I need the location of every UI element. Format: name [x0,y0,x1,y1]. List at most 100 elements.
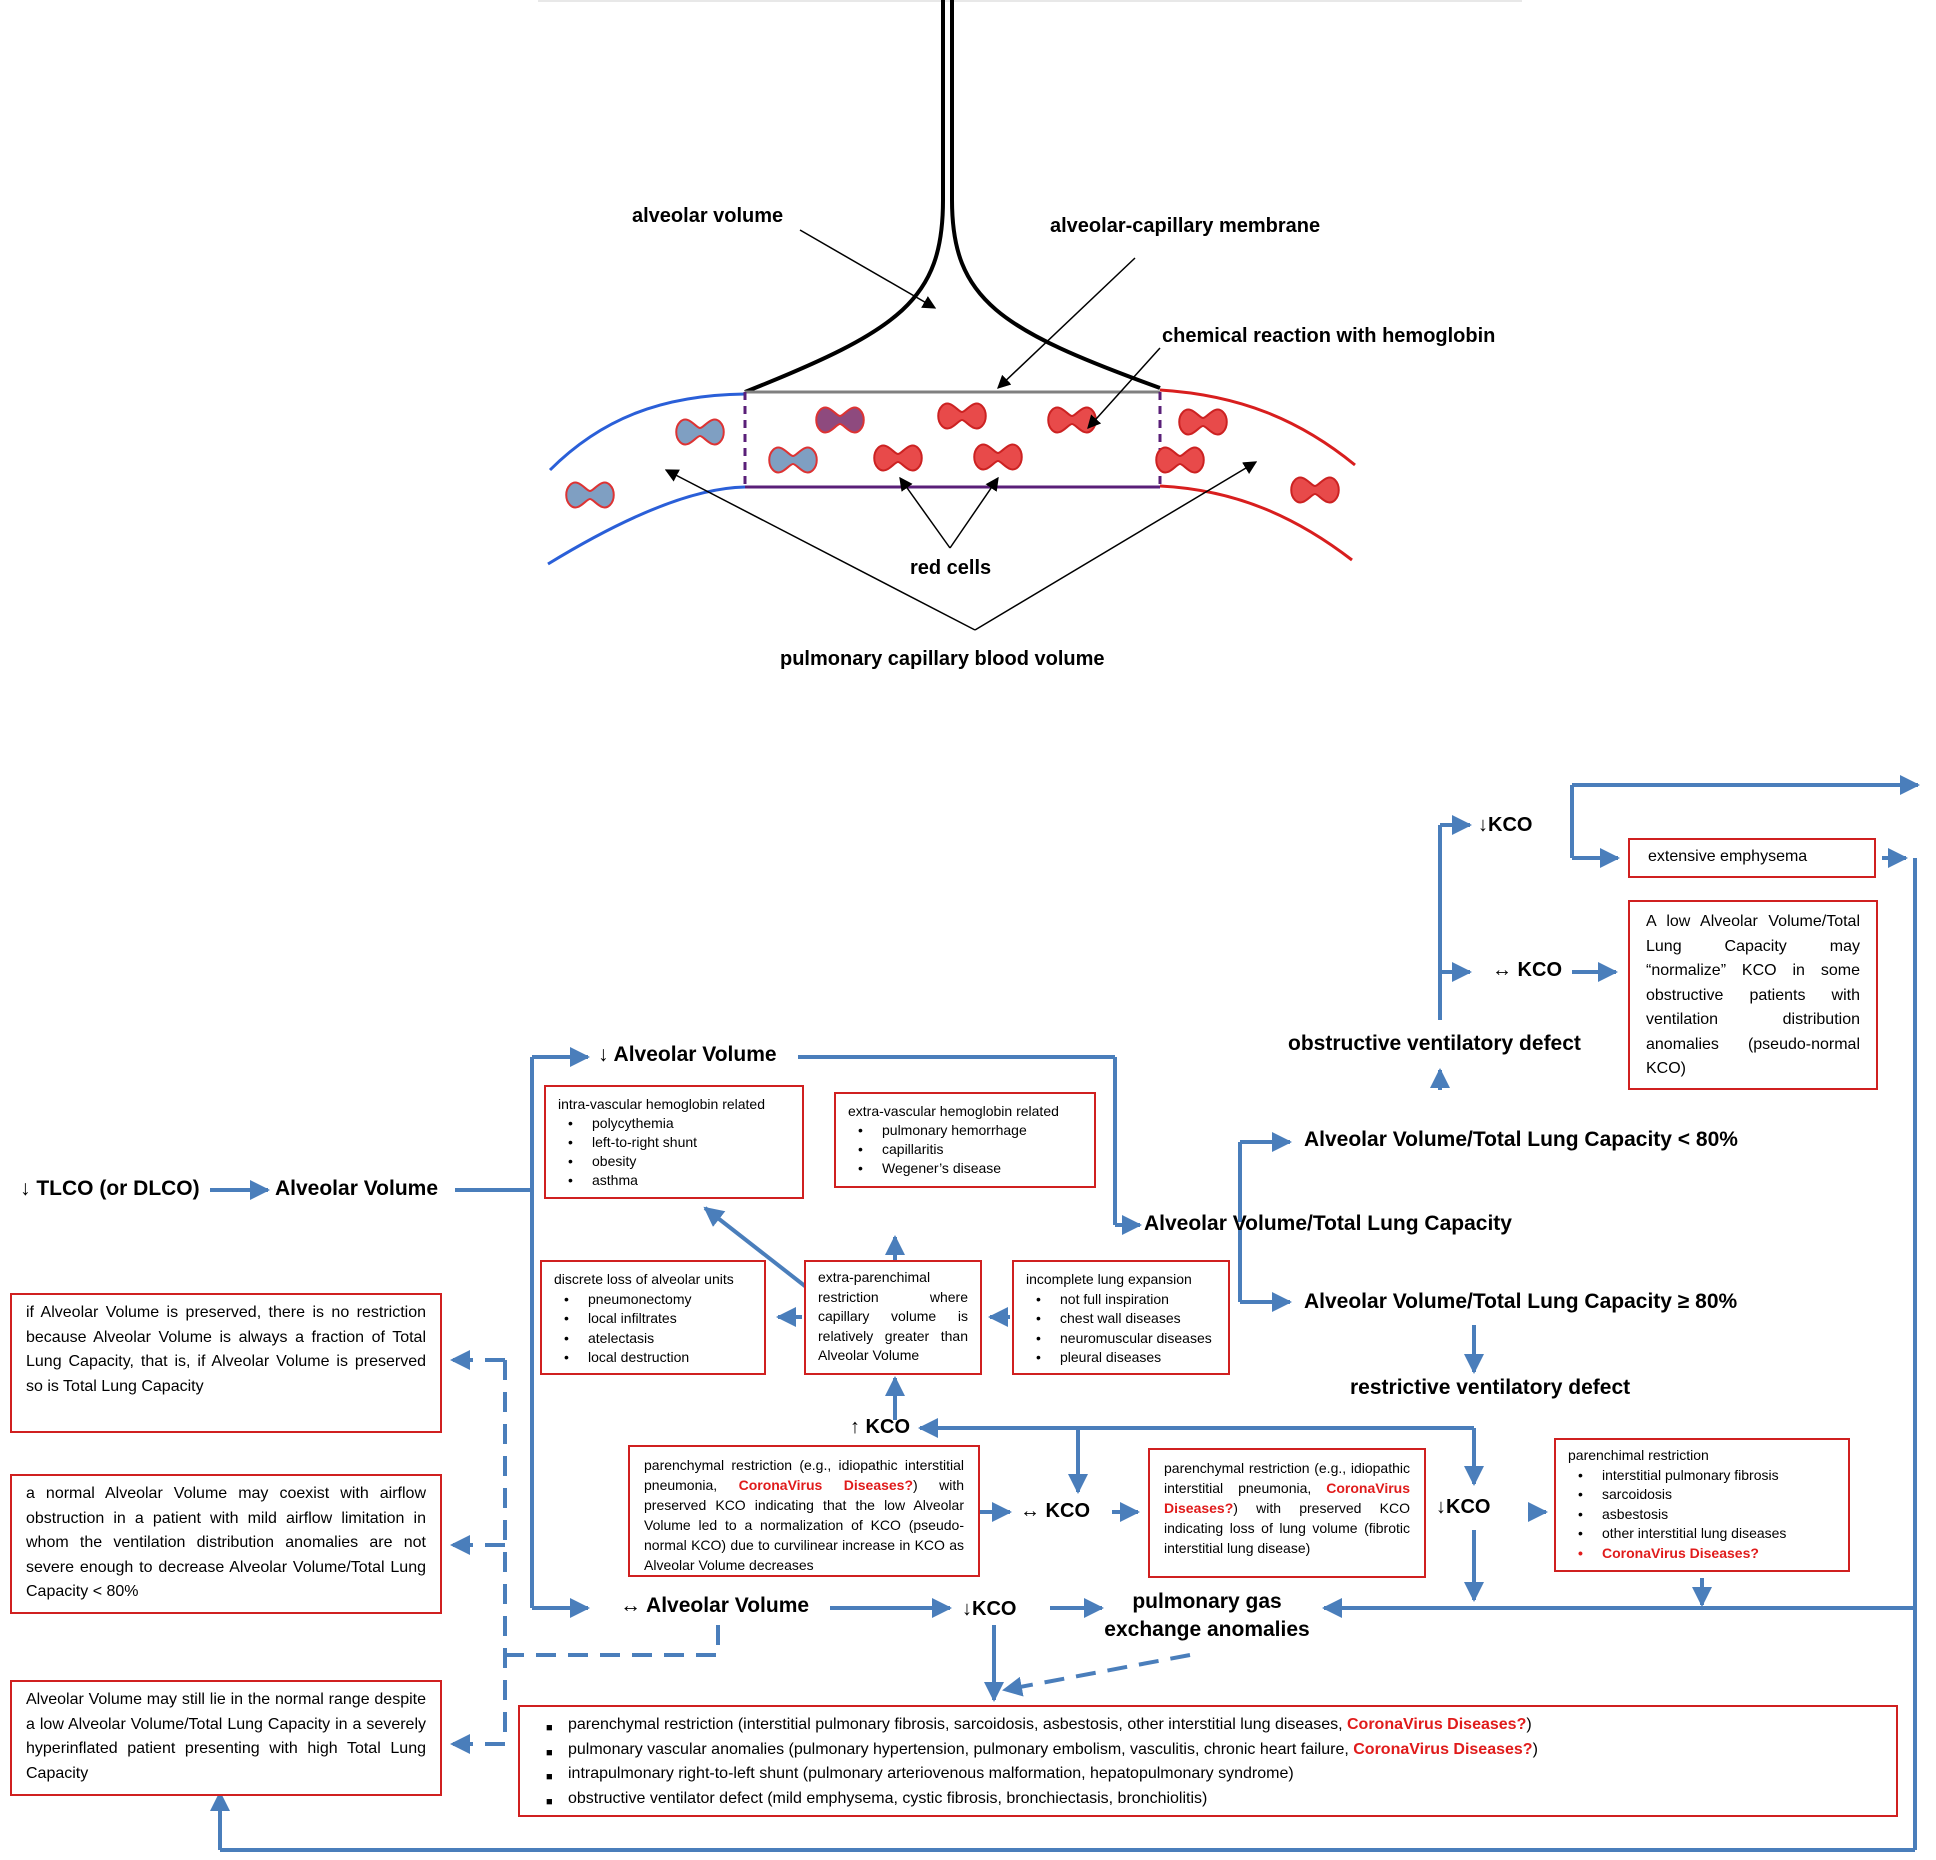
node-gas-exchange: pulmonary gas exchange anomalies [1102,1588,1312,1644]
label-chemical-reaction: chemical reaction with hemoglobin [1162,325,1496,347]
extra-vascular-list: pulmonary hemorrhage capillaritis Wegene… [848,1121,1082,1178]
par-list-item: asbestosis [1578,1505,1836,1525]
node-kco-decreased-bottom: ↓KCO [962,1598,1017,1620]
node-av-tlc: Alveolar Volume/Total Lung Capacity [1144,1212,1512,1235]
node-kco-decreased-mid: ↓KCO [1436,1496,1491,1518]
box-discrete-loss: discrete loss of alveolar units pneumone… [540,1260,766,1375]
bottom-item-4: obstructive ventilator defect (mild emph… [546,1787,1882,1813]
par-normal-text-b: ) with preserved KCO indicating that the… [644,1477,965,1573]
extra-vascular-item: pulmonary hemorrhage [858,1121,1082,1140]
intra-item: polycythemia [568,1114,790,1133]
label-alveolar-capillary-membrane: alveolar-capillary membrane [1050,215,1321,237]
capillary-top-blue [548,392,746,472]
node-av-tlc-lt80: Alveolar Volume/Total Lung Capacity < 80… [1304,1128,1738,1151]
node-obstructive: obstructive ventilatory defect [1288,1032,1581,1055]
extra-parenchimal-text: extra-parenchimal restriction where capi… [818,1269,968,1363]
par-list: interstitial pulmonary fibrosis sarcoido… [1568,1466,1836,1564]
label-red-cells: red cells [910,557,992,579]
discrete-item: pneumonectomy [564,1290,752,1310]
box-parenchymal-pseudo-normal: parenchymal restriction (e.g., idiopathi… [628,1445,980,1577]
box-incomplete-expansion: incomplete lung expansion not full inspi… [1012,1260,1230,1375]
red-cells [565,402,1340,509]
extra-vascular-item: Wegener’s disease [858,1159,1082,1178]
par-fibrotic-text-b: ) with preserved KCO indicating loss of … [1164,1500,1410,1556]
extra-vascular-item: capillaritis [858,1140,1082,1159]
box-bottom-causes: parenchymal restriction (interstitial pu… [518,1705,1898,1817]
alveolus-wall-left [744,0,945,394]
emphysema-text: extensive emphysema [1648,848,1808,865]
incomplete-item: chest wall diseases [1036,1309,1216,1329]
bottom-item-2: pulmonary vascular anomalies (pulmonary … [546,1738,1882,1764]
discrete-item: atelectasis [564,1329,752,1349]
intra-item: left-to-right shunt [568,1133,790,1152]
box-pseudo-normal-kco: A low Alveolar Volume/Total Lung Capacit… [1628,900,1878,1090]
incomplete-item: pleural diseases [1036,1348,1216,1368]
discrete-item: local infiltrates [564,1309,752,1329]
node-decreased-alveolar-volume: ↓ Alveolar Volume [598,1043,777,1066]
capillary-bottom-blue [547,485,746,566]
bottom-l2a: pulmonary vascular anomalies (pulmonary … [568,1740,1354,1758]
gas-exchange-text: pulmonary gas exchange anomalies [1104,1590,1310,1641]
bottom-l2b: ) [1532,1740,1538,1758]
bottom-item-3: intrapulmonary right-to-left shunt (pulm… [546,1762,1882,1789]
discrete-title: discrete loss of alveolar units [554,1271,734,1287]
capillary-bottom-red [1159,484,1353,562]
par-fibrotic-red: CoronaVirus Diseases? [1164,1480,1410,1516]
par-normal-text-a: parenchymal restriction (e.g., idiopathi… [644,1457,964,1493]
node-normal-alveolar-volume: ↔ Alveolar Volume [620,1594,810,1617]
bottom-l1-red: CoronaVirus Diseases? [1347,1716,1527,1733]
alveolus-illustration [538,0,1522,631]
par-list-item: other interstitial lung diseases [1578,1524,1836,1544]
node-kco-decreased-top: ↓KCO [1478,814,1533,836]
incomplete-title: incomplete lung expansion [1026,1271,1192,1287]
intra-item: asthma [568,1171,790,1190]
left3-text: Alveolar Volume may still lie in the nor… [26,1691,426,1782]
intra-list: polycythemia left-to-right shunt obesity… [558,1114,790,1190]
dashed-connectors [450,1350,1191,1754]
box-left-hyperinflated: Alveolar Volume may still lie in the nor… [10,1680,442,1796]
node-restrictive: restrictive ventilatory defect [1350,1376,1631,1399]
flow-connectors [210,775,1920,1852]
node-alveolar-volume: Alveolar Volume [275,1177,438,1200]
left2-text: a normal Alveolar Volume may coexist wit… [26,1485,426,1600]
capillary-top-red [1159,388,1356,467]
box-extra-vascular: extra-vascular hemoglobin related pulmon… [834,1092,1096,1188]
alveolus-wall-right [950,199,1161,390]
intra-title: intra-vascular hemoglobin related [558,1096,765,1112]
node-kco-normal-top: ↔ KCO [1492,959,1562,981]
pseudo-normal-text: A low Alveolar Volume/Total Lung Capacit… [1646,913,1860,1077]
bottom-item-1: parenchymal restriction (interstitial pu… [546,1713,1882,1740]
node-kco-increased: ↑ KCO [850,1416,910,1438]
intra-item: obesity [568,1152,790,1171]
box-left-preserved: if Alveolar Volume is preserved, there i… [10,1293,442,1433]
bottom-l1a: parenchymal restriction (interstitial pu… [568,1716,1347,1733]
par-list-item-red: CoronaVirus Diseases? [1578,1544,1836,1564]
par-normal-red: CoronaVirus Diseases? [738,1477,914,1493]
par-fibrotic-text-a: parenchymal restriction (e.g., idiopathi… [1164,1460,1410,1496]
box-intra-vascular: intra-vascular hemoglobin related polycy… [544,1085,804,1199]
discrete-item: local destruction [564,1348,752,1368]
node-tlco: ↓ TLCO (or DLCO) [20,1177,200,1200]
bottom-l1b: ) [1526,1716,1532,1733]
box-left-normal-av: a normal Alveolar Volume may coexist wit… [10,1474,442,1614]
box-emphysema: extensive emphysema [1628,838,1876,878]
box-parenchymal-fibrotic: parenchymal restriction (e.g., idiopathi… [1148,1448,1426,1578]
par-list-item: sarcoidosis [1578,1485,1836,1505]
node-av-tlc-ge80: Alveolar Volume/Total Lung Capacity ≥ 80… [1304,1290,1738,1313]
bottom-list: parenchymal restriction (interstitial pu… [534,1713,1882,1814]
label-pulmonary-capillary-blood-volume: pulmonary capillary blood volume [780,648,1105,670]
incomplete-list: not full inspiration chest wall diseases… [1026,1290,1216,1368]
left1-text: if Alveolar Volume is preserved, there i… [26,1304,426,1395]
par-list-title: parenchimal restriction [1568,1447,1709,1463]
discrete-list: pneumonectomy local infiltrates atelecta… [554,1290,752,1368]
box-extra-parenchimal: extra-parenchimal restriction where capi… [804,1260,982,1375]
label-alveolar-volume: alveolar volume [632,205,784,227]
bottom-l2-red: CoronaVirus Diseases? [1353,1740,1533,1758]
incomplete-item: neuromuscular diseases [1036,1329,1216,1349]
extra-vascular-title: extra-vascular hemoglobin related [848,1103,1059,1119]
box-parenchimal-list: parenchimal restriction interstitial pul… [1554,1438,1850,1572]
node-kco-normal-mid: ↔ KCO [1020,1500,1090,1522]
incomplete-item: not full inspiration [1036,1290,1216,1310]
par-list-item: interstitial pulmonary fibrosis [1578,1466,1836,1486]
